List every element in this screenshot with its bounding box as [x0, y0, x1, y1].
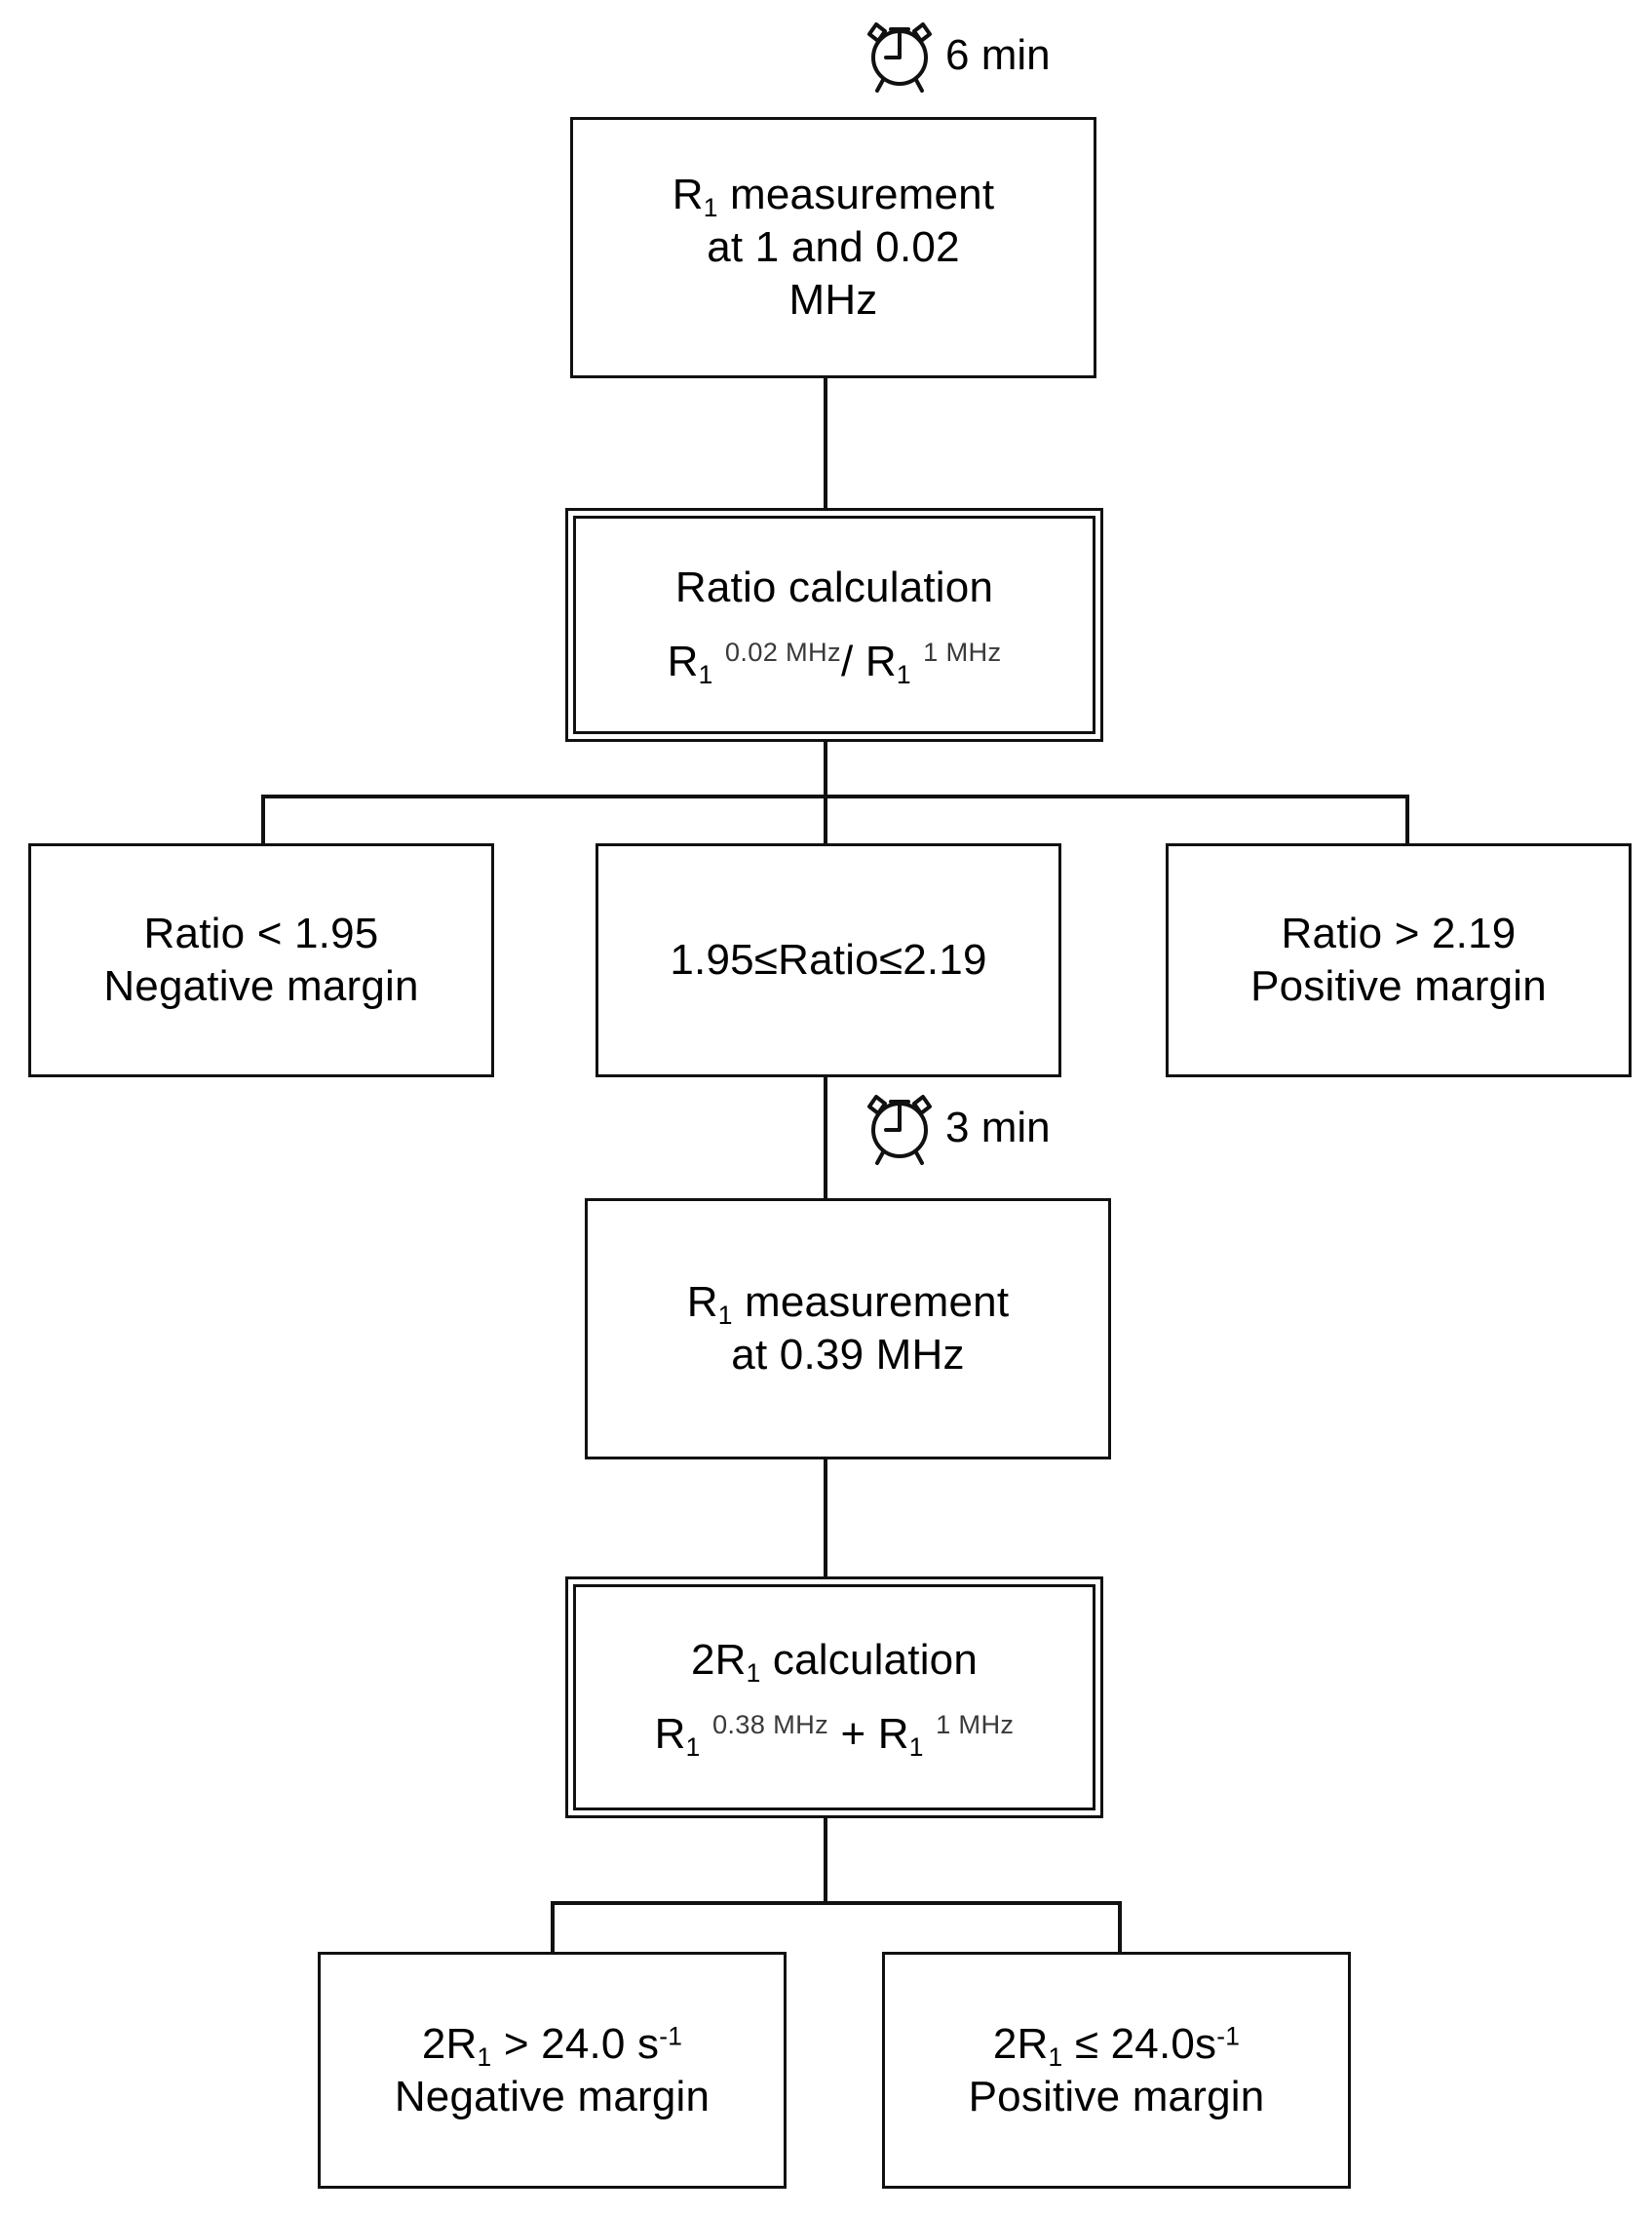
two-r1-at-most-240-positive-margin-box[interactable]: 2R1 ≤ 24.0s-1 Positive margin — [882, 1952, 1351, 2189]
ratio-calculation-box[interactable]: Ratio calculation R1 0.02 MHz/ R1 1 MHz — [565, 508, 1103, 742]
r1-measurement-1-and-002-mhz-box[interactable]: R1 measurement at 1 and 0.02 MHz — [570, 117, 1096, 378]
alarm-clock-icon — [862, 1084, 938, 1171]
connector-2r1-bar — [551, 1901, 1122, 1905]
box-line: 1.95≤Ratio≤2.19 — [670, 936, 987, 985]
ratio-less-than-195-negative-margin-box[interactable]: Ratio < 1.95 Negative margin — [28, 843, 494, 1077]
connector-ratio-left-drop — [261, 795, 265, 845]
ratio-between-195-and-219-box[interactable]: 1.95≤Ratio≤2.19 — [595, 843, 1061, 1077]
ratio-greater-than-219-positive-margin-box[interactable]: Ratio > 2.19 Positive margin — [1166, 843, 1632, 1077]
box-line: Ratio > 2.19 — [1281, 910, 1517, 958]
box-line: 2R1 > 24.0 s-1 — [421, 2019, 683, 2072]
timer-annotation-3min: 3 min — [862, 1084, 1051, 1171]
alarm-clock-icon — [862, 12, 938, 98]
box-line: MHz — [788, 275, 878, 324]
connector-2r1-left-drop — [551, 1901, 555, 1954]
timer-label-6min: 6 min — [945, 30, 1051, 79]
box-line: at 1 and 0.02 — [707, 223, 960, 272]
box-line: Negative margin — [103, 962, 419, 1010]
two-r1-calculation-formula: R1 0.38 MHz + R1 1 MHz — [654, 1709, 1015, 1762]
timer-annotation-6min: 6 min — [862, 12, 1051, 98]
box-line: Positive margin — [1250, 962, 1547, 1010]
connector-ratio-right-drop — [1405, 795, 1409, 845]
box-line: Positive margin — [968, 2072, 1265, 2120]
connector-2r1-stem — [824, 1818, 827, 1905]
timer-label-3min: 3 min — [945, 1103, 1051, 1151]
ratio-calculation-formula: R1 0.02 MHz/ R1 1 MHz — [667, 637, 1002, 689]
connector-ratio-stem — [824, 742, 827, 845]
r1-measurement-039-mhz-box[interactable]: R1 measurement at 0.39 MHz — [585, 1198, 1111, 1459]
two-r1-calculation-box[interactable]: 2R1 calculation R1 0.38 MHz + R1 1 MHz — [565, 1576, 1103, 1818]
connector-midratio-to-r1-039 — [824, 1077, 827, 1198]
ratio-calculation-heading: Ratio calculation — [674, 564, 994, 612]
two-r1-greater-than-240-negative-margin-box[interactable]: 2R1 > 24.0 s-1 Negative margin — [318, 1952, 787, 2189]
box-line: Ratio < 1.95 — [143, 910, 379, 958]
box-line: R1 measurement — [686, 1278, 1010, 1331]
box-line: at 0.39 MHz — [731, 1331, 965, 1379]
connector-box1-to-ratio — [824, 378, 827, 510]
connector-2r1-right-drop — [1118, 1901, 1122, 1954]
box-line: Negative margin — [394, 2072, 711, 2120]
box-line: R1 measurement — [672, 171, 995, 223]
box-line: 2R1 ≤ 24.0s-1 — [992, 2019, 1241, 2072]
two-r1-calculation-heading: 2R1 calculation — [690, 1636, 979, 1689]
connector-ratio-bar — [261, 795, 1409, 798]
connector-r1-039-to-2r1 — [824, 1459, 827, 1578]
